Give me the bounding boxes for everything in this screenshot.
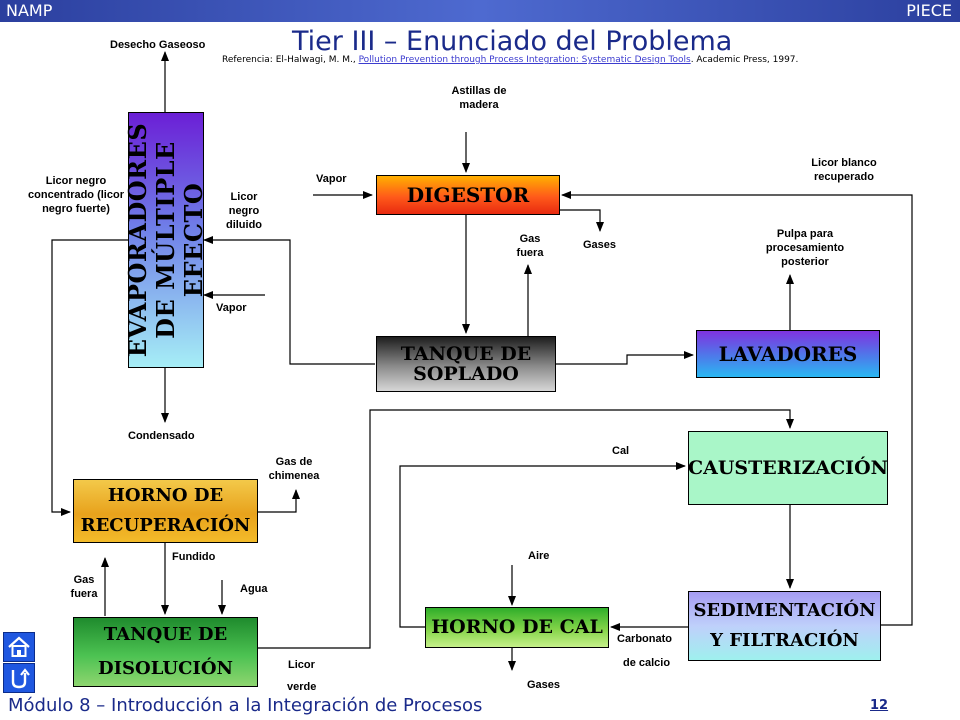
unit-evaporadores: EVAPORADORES DE MÚLTIPLE EFECTO (123, 112, 208, 368)
unit-tanque-disolucion: TANQUE DE DISOLUCIÓN (73, 617, 258, 687)
label-verde: verde (287, 681, 317, 693)
reference-prefix: Referencia: El-Halwagi, M. M., (222, 55, 359, 65)
unit-horno-recuperacion-label: HORNO DE RECUPERACIÓN (80, 485, 251, 536)
unit-sedimentacion-label: SEDIMENTACIÓN Y FILTRACIÓN (693, 600, 876, 651)
page-number: 12 (870, 698, 889, 713)
return-button[interactable] (3, 663, 35, 693)
unit-horno-cal: HORNO DE CAL (425, 607, 609, 648)
arrow-licor-diluido (203, 236, 375, 365)
return-icon (11, 668, 30, 689)
label-gas-chimenea: Gas de chimenea (268, 456, 320, 482)
header-right: PIECE (906, 1, 952, 20)
arrow-gases-digestor (560, 209, 604, 232)
label-carbonato: Carbonato (617, 633, 672, 645)
header-left: NAMP (6, 1, 53, 20)
label-cal: Cal (612, 445, 630, 457)
home-button[interactable] (3, 632, 35, 662)
label-vapor-digestor: Vapor (316, 173, 347, 185)
unit-tanque-soplado: TANQUE DE SOPLADO (376, 336, 556, 392)
label-fundido: Fundido (172, 551, 216, 563)
unit-sedimentacion: SEDIMENTACIÓN Y FILTRACIÓN (688, 591, 881, 661)
reference: Referencia: El-Halwagi, M. M., Pollution… (222, 55, 798, 65)
label-gas-fuera-disolucion: Gas fuera (70, 574, 98, 600)
label-licor: Licor (288, 659, 315, 671)
label-agua: Agua (240, 583, 268, 595)
label-pulpa: Pulpa para procesamiento posterior (765, 228, 845, 268)
label-astillas: Astillas de madera (451, 85, 507, 111)
arrow-licor-concentrado (51, 239, 128, 516)
unit-lavadores: LAVADORES (696, 330, 880, 378)
arrow-cal (399, 462, 686, 628)
reference-link[interactable]: Pollution Prevention through Process Int… (358, 55, 691, 65)
label-aire: Aire (528, 550, 550, 562)
unit-horno-cal-label: HORNO DE CAL (431, 616, 603, 639)
footer-module: Módulo 8 – Introducción a la Integración… (8, 695, 483, 716)
slide-title: Tier III – Enunciado del Problema (292, 26, 733, 57)
unit-evaporadores-label: EVAPORADORES DE MÚLTIPLE EFECTO (123, 122, 209, 358)
unit-causterizacion: CAUSTERIZACIÓN (688, 431, 888, 505)
label-licor-blanco: Licor blanco recuperado (811, 157, 877, 183)
label-condensado: Condensado (128, 430, 195, 442)
label-vapor-evap: Vapor (216, 302, 247, 314)
unit-tanque-disolucion-label: TANQUE DE DISOLUCIÓN (98, 624, 233, 679)
unit-horno-recuperacion: HORNO DE RECUPERACIÓN (73, 479, 258, 543)
label-gas-fuera-digestor: Gas fuera (516, 233, 544, 259)
unit-digestor-label: DIGESTOR (406, 183, 530, 207)
arrow-licor-blanco (561, 191, 913, 626)
label-de-calcio: de calcio (623, 657, 671, 669)
header-bar: NAMP PIECE (0, 0, 960, 22)
label-licor-negro-concentrado: Licor negro concentrado (licor negro fue… (28, 175, 124, 215)
unit-lavadores-label: LAVADORES (718, 342, 858, 366)
label-licor-negro-diluido: Licor negro diluido (225, 191, 263, 231)
label-gases-horno-cal: Gases (527, 679, 561, 691)
reference-suffix: . Academic Press, 1997. (690, 55, 799, 65)
label-gases-digestor: Gases (583, 239, 617, 251)
home-icon (8, 636, 30, 657)
unit-digestor: DIGESTOR (376, 175, 560, 215)
arrow-tanque-lavadores (555, 351, 694, 365)
unit-tanque-soplado-label: TANQUE DE SOPLADO (400, 343, 532, 385)
arrow-licor-verde (258, 409, 794, 649)
arrow-gas-chimenea (258, 489, 300, 513)
unit-causterizacion-label: CAUSTERIZACIÓN (688, 456, 888, 479)
label-desecho-gaseoso: Desecho Gaseoso (110, 39, 206, 51)
